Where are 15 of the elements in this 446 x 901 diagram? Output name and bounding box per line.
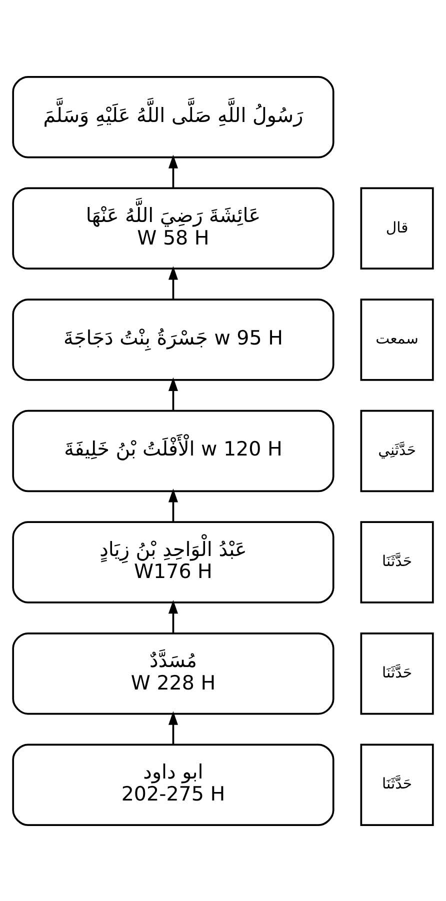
node-box: جَسْرَةُ بِنْتُ دَجَاجَةَ w 95 H: [12, 298, 334, 380]
arrow: [168, 710, 178, 744]
node-box: حَدَّثَنِي: [360, 409, 434, 492]
arrow: [168, 154, 178, 188]
node-box: سمعت: [360, 298, 434, 380]
node-box: قال: [360, 186, 434, 270]
arrow: [168, 488, 178, 522]
node-box: حَدَّثَنَا: [360, 632, 434, 714]
node-box: حَدَّثَنَا: [360, 743, 434, 826]
arrow: [168, 376, 178, 410]
node-box: حَدَّثَنَا: [360, 520, 434, 603]
node-box: رَسُولُ اللَّهِ صَلَّى اللَّهُ عَلَيْهِ وَسَلَّمَ: [12, 76, 334, 158]
arrow: [168, 266, 178, 299]
arrow: [168, 599, 178, 633]
node-box: الْأَفْلَتُ بْنُ خَلِيفَةَ w 120 H: [12, 409, 334, 492]
